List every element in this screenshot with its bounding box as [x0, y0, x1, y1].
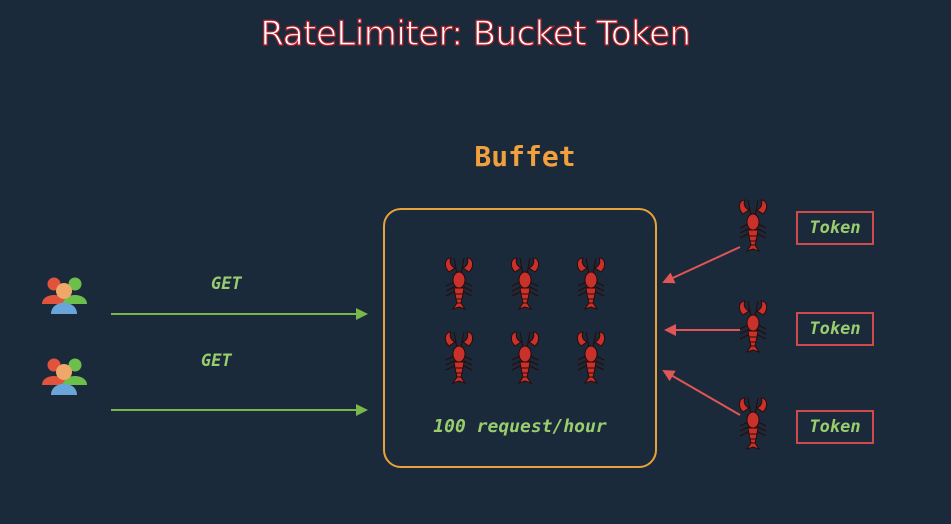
token-box-2: Token	[796, 312, 874, 346]
lobster-icon	[444, 257, 474, 310]
lobster-icon	[576, 331, 606, 384]
bucket-rate-label: 100 request/hour	[433, 416, 607, 437]
page-title: RateLimiter: Bucket Token	[260, 13, 692, 54]
lobster-icon	[738, 300, 768, 353]
token-box-3: Token	[796, 410, 874, 444]
lobster-icon	[444, 331, 474, 384]
lobster-icon	[510, 257, 540, 310]
users-icon	[42, 358, 87, 395]
client-request-label-1: GET	[211, 274, 242, 294]
client-request-label-2: GET	[201, 351, 232, 371]
bucket-box	[383, 208, 657, 468]
lobster-icon	[576, 257, 606, 310]
lobster-icon	[738, 199, 768, 252]
token-box-1: Token	[796, 211, 874, 245]
lobster-icon	[738, 397, 768, 450]
lobster-icon	[510, 331, 540, 384]
bucket-label: Buffet	[474, 140, 576, 173]
users-icon	[42, 277, 87, 314]
token-arrow-1	[662, 246, 741, 284]
bucket-contents	[444, 257, 606, 384]
token-arrow-3	[662, 369, 741, 416]
